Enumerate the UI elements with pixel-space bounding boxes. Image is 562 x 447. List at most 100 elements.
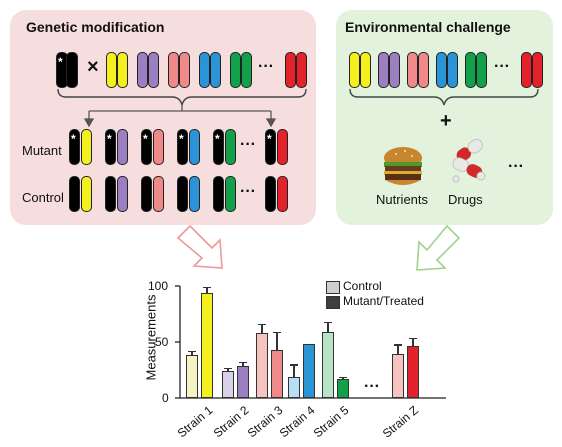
error-bar-cap	[324, 321, 332, 324]
blue-chromosome	[189, 129, 200, 165]
genetic-brace	[57, 88, 307, 106]
ellipsis: ···	[508, 158, 524, 175]
green-chromosome	[225, 176, 236, 212]
error-bar	[293, 364, 295, 377]
salmon-chromosome	[153, 129, 164, 165]
error-bar	[261, 324, 263, 334]
red-arrow-icon	[176, 224, 223, 269]
legend-mutant-swatch	[326, 296, 340, 309]
red-chromosome	[277, 176, 288, 212]
mutant-bar	[271, 349, 283, 398]
green-chromosome	[241, 52, 252, 88]
blue-chromosome	[199, 52, 210, 88]
error-bar-cap	[273, 331, 281, 334]
mutation-marker: *	[107, 132, 112, 146]
mutant-bar	[337, 378, 349, 398]
green-arrow-icon	[416, 224, 461, 271]
yellow-chromosome	[81, 176, 92, 212]
control-bar	[392, 354, 404, 398]
mutation-marker: *	[215, 132, 220, 146]
error-bar-cap	[258, 324, 266, 326]
genetic-panel-title: Genetic modification	[26, 19, 165, 35]
error-bar-cap	[203, 287, 211, 289]
environment-panel-title: Environmental challenge	[345, 19, 511, 35]
salmon-chromosome	[168, 52, 179, 88]
mutant-chromosome	[66, 52, 78, 88]
y-tick-label: 100	[148, 279, 169, 293]
control-row-label: Control	[22, 190, 64, 205]
error-bar	[227, 367, 229, 372]
ellipsis: ···	[240, 136, 256, 153]
salmon-chromosome	[153, 176, 164, 212]
chart-axes	[175, 285, 446, 399]
mutant-bar	[201, 292, 213, 398]
error-bar-cap	[224, 367, 232, 370]
red-chromosome	[532, 52, 543, 88]
ellipsis: ···	[258, 58, 274, 75]
chart-gap-ellipsis: ···	[364, 378, 380, 395]
salmon-chromosome	[407, 52, 418, 88]
control-bar	[322, 331, 334, 398]
error-bar	[242, 362, 244, 366]
purple-chromosome	[389, 52, 400, 88]
control-chromosome	[177, 176, 188, 212]
green-chromosome	[225, 129, 236, 165]
control-chromosome	[69, 176, 80, 212]
mutant-bar	[303, 344, 315, 398]
mutation-marker: *	[267, 132, 272, 146]
legend-control-label: Control	[343, 279, 382, 293]
environmental-challenge-panel	[336, 10, 553, 225]
blue-chromosome	[210, 52, 221, 88]
error-bar-cap	[290, 364, 298, 366]
error-bar	[276, 331, 278, 350]
error-bar	[191, 350, 193, 356]
drugs-label: Drugs	[448, 192, 483, 207]
error-bar-cap	[394, 344, 402, 346]
control-bar	[288, 376, 300, 398]
error-bar	[397, 344, 399, 355]
mutant-chromosome	[213, 129, 224, 165]
purple-chromosome	[117, 129, 128, 165]
blue-chromosome	[436, 52, 447, 88]
control-chromosome	[105, 176, 116, 212]
error-bar-cap	[339, 376, 347, 379]
green-chromosome	[476, 52, 487, 88]
error-bar	[412, 337, 414, 347]
control-chromosome	[265, 176, 276, 212]
control-chromosome	[213, 176, 224, 212]
control-chromosome	[141, 176, 152, 212]
red-chromosome	[296, 52, 307, 88]
mutant-row-label: Mutant	[22, 143, 62, 158]
ellipsis: ···	[494, 58, 510, 75]
mutant-chromosome	[177, 129, 188, 165]
error-bar-cap	[239, 362, 247, 364]
error-bar-cap	[188, 350, 196, 353]
mutation-marker: *	[58, 55, 63, 69]
purple-chromosome	[117, 176, 128, 212]
purple-chromosome	[378, 52, 389, 88]
mutation-marker: *	[143, 132, 148, 146]
y-tick-label: 0	[162, 391, 169, 405]
legend-mutant-label: Mutant/Treated	[343, 294, 424, 308]
error-bar-cap	[409, 337, 417, 339]
yellow-chromosome	[117, 52, 128, 88]
mutant-chromosome	[141, 129, 152, 165]
yellow-chromosome	[106, 52, 117, 88]
distribution-arrows	[83, 105, 277, 128]
red-chromosome	[521, 52, 532, 88]
ellipsis: ···	[240, 183, 256, 200]
burger-icon	[384, 147, 422, 185]
mutant-chromosome	[69, 129, 80, 165]
error-bar	[206, 287, 208, 293]
control-bar	[186, 355, 198, 398]
mutant-bar	[407, 346, 419, 398]
purple-chromosome	[148, 52, 159, 88]
green-chromosome	[230, 52, 241, 88]
legend-control-swatch	[326, 281, 340, 294]
mutant-chromosome	[105, 129, 116, 165]
yellow-chromosome	[349, 52, 360, 88]
mutant-bar	[237, 365, 249, 398]
yellow-chromosome	[360, 52, 371, 88]
purple-chromosome	[137, 52, 148, 88]
